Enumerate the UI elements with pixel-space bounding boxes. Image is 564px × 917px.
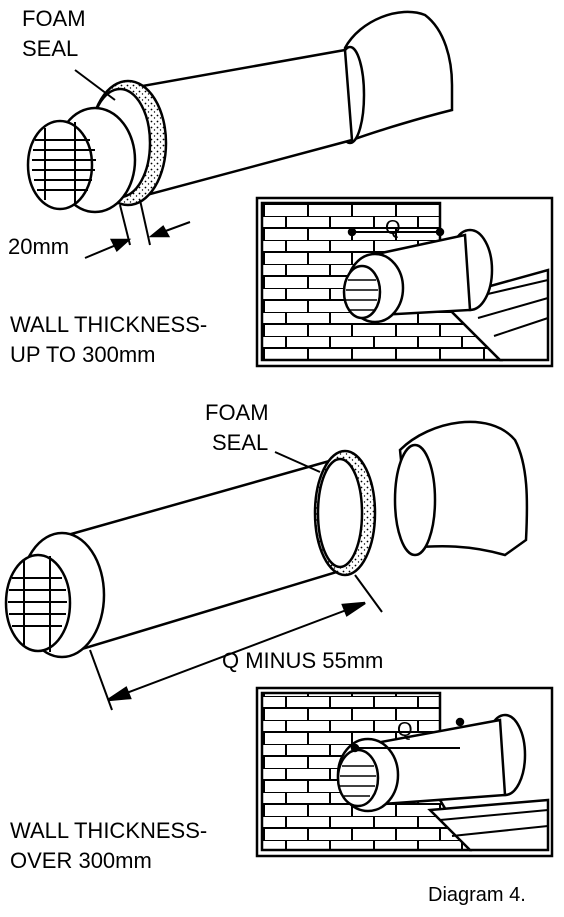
bottom-wall-label-2: OVER 300mm: [10, 848, 152, 873]
top-elbow: [343, 10, 454, 142]
top-inset-q: Q: [385, 217, 401, 239]
bottom-foam-label-2: SEAL: [212, 430, 269, 455]
bottom-dim-line: [107, 602, 366, 701]
top-flue-assembly: [26, 10, 454, 259]
bottom-foam-label-1: FOAM: [205, 400, 269, 425]
bottom-inset-q: Q: [397, 719, 413, 741]
top-wall-label-1: WALL THICKNESS-: [10, 312, 208, 337]
bottom-elbow-collar: [393, 443, 437, 557]
top-dim-ext2: [139, 199, 151, 246]
top-dimension-label: 20mm: [8, 234, 70, 259]
top-wall-label-2: UP TO 300mm: [10, 342, 156, 367]
bottom-wall-label-1: WALL THICKNESS-: [10, 818, 208, 843]
top-foam-leader: [74, 69, 116, 101]
bottom-inset-wall: [255, 686, 554, 858]
top-foam-label-2: SEAL: [22, 36, 79, 61]
diagram-caption: Diagram 4.: [428, 884, 526, 906]
bottom-dimension-label: Q MINUS 55mm: [222, 648, 384, 673]
bottom-dim-ext2: [354, 574, 383, 613]
bottom-foam-leader: [274, 451, 321, 473]
top-foam-label-1: FOAM: [22, 6, 86, 31]
bottom-flue-assembly: [4, 420, 529, 711]
top-dim-ext1: [119, 204, 131, 246]
top-inset-wall: [255, 196, 554, 368]
